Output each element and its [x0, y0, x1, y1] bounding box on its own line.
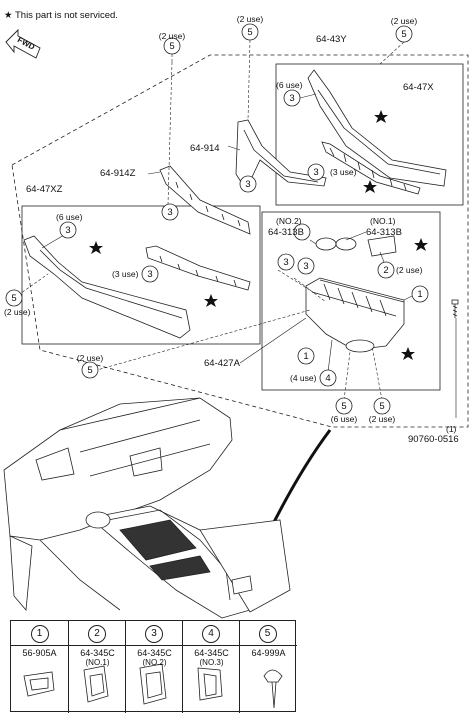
legend-part-code: 64-345C [137, 648, 172, 658]
legend-part-sub: (NO.3) [199, 658, 224, 667]
legend-cell: 4 64-345C (NO.3) [182, 621, 239, 713]
panel-64-47xz [23, 235, 251, 339]
callout-circles [5, 23, 429, 415]
callout-3: 3 [245, 179, 251, 190]
star-icon [374, 110, 388, 123]
part-64-47xz-label: 64-47XZ [26, 184, 63, 195]
legend-number: 3 [145, 625, 163, 643]
callout-5: 5 [87, 365, 93, 376]
fwd-arrow-icon [5, 28, 41, 59]
not-serviced-note: ★ This part is not serviced. [4, 10, 118, 21]
star-icon [204, 294, 218, 307]
bolt-part-number-label: 90760-0516 [408, 434, 459, 445]
main-assembly-boundary [11, 54, 469, 428]
callout-3: 3 [283, 257, 289, 268]
part-64-313b-no2-label: (NO.2) [276, 216, 302, 226]
legend-cell: 1 56-905A [11, 621, 68, 713]
star-icon [363, 180, 377, 193]
usage-label: (2 use) [76, 353, 104, 363]
bolt-90760-0516 [451, 299, 459, 318]
legend-part-sub: (NO.1) [85, 658, 110, 667]
legend-number: 2 [88, 625, 106, 643]
callout-5: 5 [169, 41, 175, 52]
callout-5: 5 [379, 401, 385, 412]
legend-cell: 2 64-345C (NO.1) [68, 621, 125, 713]
clip-64-999a-icon [263, 669, 283, 709]
tray-group-box [261, 211, 441, 391]
leader-lines [13, 39, 457, 418]
callout-3: 3 [303, 261, 309, 272]
usage-label: (2 use) [236, 14, 264, 24]
clip-64-345c-no1-icon [83, 665, 109, 703]
part-64-313b-no1-label: (NO.1) [370, 216, 396, 226]
legend-part-code: 56-905A [22, 648, 57, 658]
legend-clip-illustrations [23, 663, 283, 709]
usage-label: (2 use) [158, 31, 186, 41]
part-64-914-label: 64-914 [190, 143, 220, 154]
usage-label: (2 use) [390, 16, 418, 26]
location-arrow [268, 429, 332, 531]
legend-cell: 3 64-345C (NO.2) [125, 621, 182, 713]
legend-number: 5 [258, 625, 277, 643]
clip-56-905a-icon [23, 671, 55, 697]
usage-label: (3 use) [330, 167, 357, 177]
callout-5: 5 [11, 293, 17, 304]
legend-number: 4 [202, 625, 220, 643]
part-64-914z-label: 64-914Z [100, 168, 136, 179]
callout-4: 4 [325, 373, 331, 384]
part-64-313b-no1-code: 64-313B [366, 227, 402, 238]
car-dashboard-illustration [3, 397, 291, 619]
legend-number: 1 [30, 625, 49, 643]
part-64-47x-label: 64-47X [403, 82, 434, 93]
star-icon [401, 347, 415, 360]
callout-3: 3 [147, 269, 153, 280]
usage-label: (2 use) [368, 414, 396, 424]
legend-cell: 5 64-999A [239, 621, 295, 713]
callout-3: 3 [65, 225, 71, 236]
usage-label: (3 use) [112, 269, 139, 279]
legend-divider [11, 645, 297, 646]
callout-5: 5 [401, 29, 407, 40]
fastener-legend-table: 1 56-905A 2 64-345C (NO.1) 3 64-345C (NO… [10, 620, 297, 713]
callout-5: 5 [247, 27, 253, 38]
callout-3: 3 [313, 167, 319, 178]
panel-group-box-right [275, 63, 464, 206]
callout-2: 2 [383, 265, 389, 276]
not-serviced-stars [89, 110, 428, 360]
strip-64-914z [159, 165, 251, 235]
star-icon [89, 241, 103, 254]
part-64-43y-label: 64-43Y [316, 34, 347, 45]
tray-64-427a [305, 235, 405, 353]
callout-3: 3 [289, 93, 295, 104]
usage-label: (2 use) [396, 265, 423, 275]
callout-5: 5 [341, 401, 347, 412]
usage-label: (2 use) [4, 307, 31, 317]
callout-1: 1 [417, 289, 423, 300]
callout-3: 3 [167, 207, 173, 218]
usage-label: (4 use) [290, 373, 317, 383]
usage-label: (6 use) [330, 414, 358, 424]
clip-64-345c-no3-icon [197, 667, 223, 701]
bolt-qty-label: (1) [446, 424, 457, 434]
usage-label: (6 use) [56, 212, 83, 222]
callout-1: 1 [303, 351, 309, 362]
clip-64-345c-no2-icon [139, 663, 167, 705]
part-64-427a-label: 64-427A [204, 358, 240, 369]
usage-label: (6 use) [276, 80, 303, 90]
legend-part-code: 64-345C [194, 648, 229, 658]
part-64-313b-no2-code: 64-313B [268, 227, 304, 238]
legend-part-code: 64-999A [251, 648, 286, 658]
legend-part-code: 64-345C [80, 648, 115, 658]
panel-group-box-left [21, 205, 261, 345]
panel-64-47x [307, 69, 447, 195]
star-icon [414, 238, 428, 251]
legend-part-sub: (NO.2) [142, 658, 167, 667]
